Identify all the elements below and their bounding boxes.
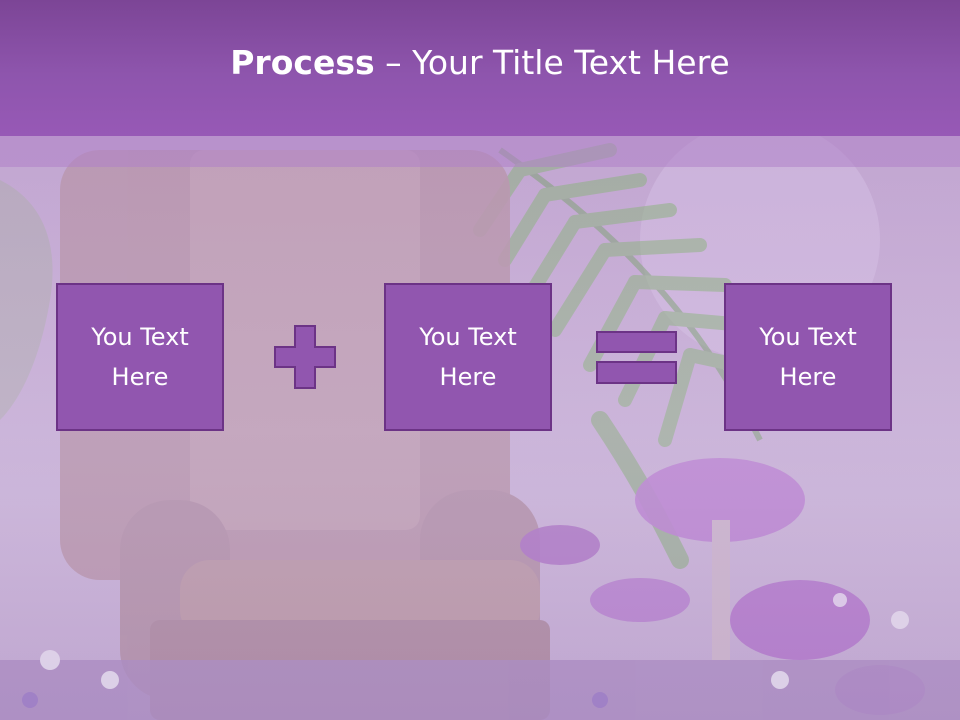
title-bar: Process – Your Title Text Here <box>0 0 960 136</box>
title-rest: – Your Title Text Here <box>374 42 730 82</box>
plus-icon <box>274 325 336 389</box>
flower-meadow <box>0 593 960 720</box>
process-box-3[interactable]: You Text Here <box>724 283 892 431</box>
title-bold: Process <box>230 42 375 82</box>
process-box-3-text: You Text Here <box>759 323 857 391</box>
slide-title: Process – Your Title Text Here <box>230 43 729 82</box>
process-box-1[interactable]: You Text Here <box>56 283 224 431</box>
title-underband <box>0 136 960 167</box>
left-foliage <box>0 180 53 420</box>
process-box-2-text: You Text Here <box>419 323 517 391</box>
process-box-2[interactable]: You Text Here <box>384 283 552 431</box>
process-box-1-text: You Text Here <box>91 323 189 391</box>
equals-icon <box>596 331 677 384</box>
